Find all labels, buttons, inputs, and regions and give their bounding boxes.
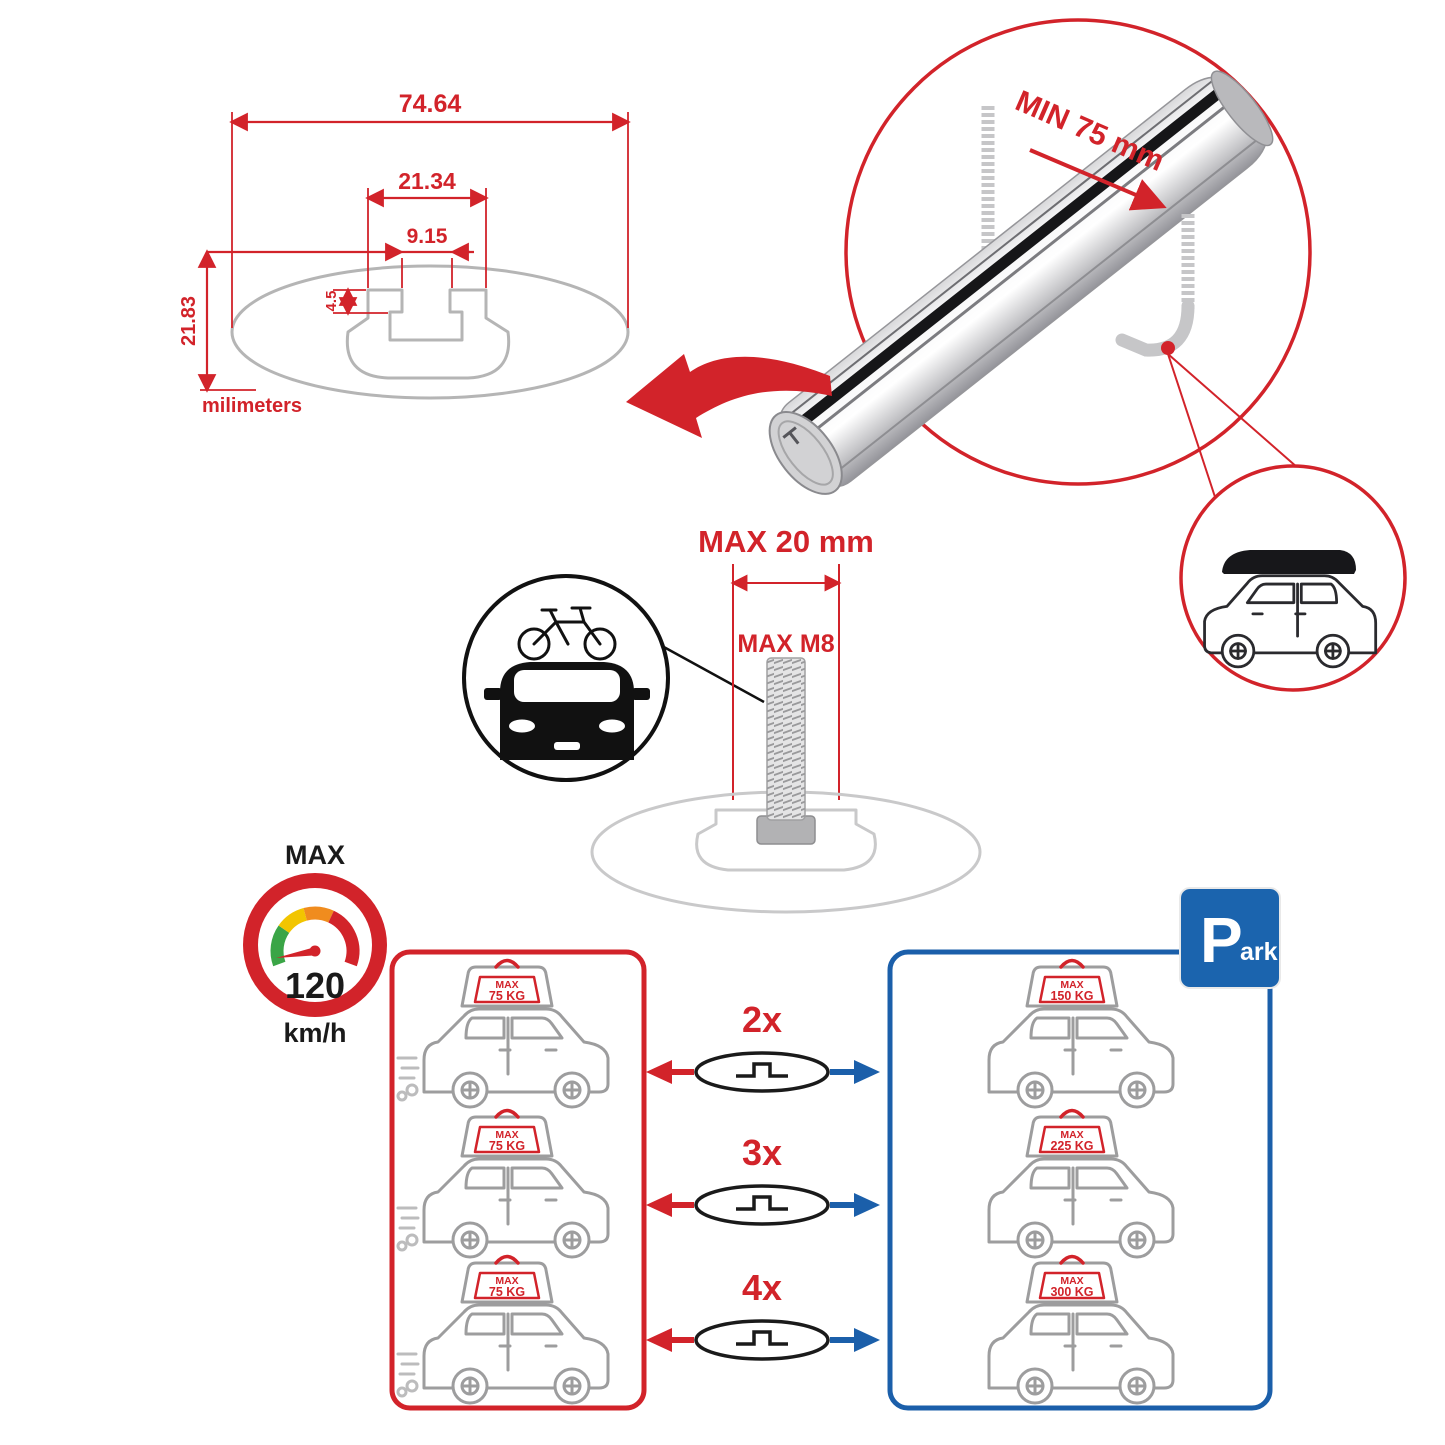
speed-value: 120 — [285, 965, 345, 1006]
dim-step-depth: 4.5 — [323, 291, 340, 312]
roof-box-icon — [1222, 550, 1356, 574]
right-arrow — [854, 1060, 880, 1084]
bag-max-label: MAX — [495, 1129, 518, 1141]
crossbar-count: 3x — [742, 1132, 782, 1173]
crossbar-section-icon — [694, 1051, 830, 1093]
parked-panel: MAX 150 KG MAX 225 KG MAX 300 KG P ark — [887, 887, 1281, 1411]
bag-kg-label: 75 KG — [489, 1139, 525, 1153]
crossbar-count: 2x — [742, 999, 782, 1040]
bag-kg-label: 150 KG — [1050, 989, 1093, 1003]
car-front-icon — [484, 662, 650, 760]
speedometer-needle — [276, 946, 317, 958]
speedometer-face — [258, 888, 372, 1002]
bag-max-label: MAX — [1060, 1275, 1083, 1287]
bag-max-label: MAX — [1060, 1129, 1083, 1141]
callout-line-2 — [1167, 353, 1299, 469]
closeup-circle — [844, 18, 1312, 486]
left-arrow — [646, 1060, 672, 1084]
max-length-dimension — [730, 564, 842, 800]
speedometer-icon: MAX 120 km/h — [243, 840, 387, 1048]
park-sign-letter: P — [1200, 904, 1243, 976]
bolt-threads — [767, 658, 805, 820]
link-arrow — [626, 354, 832, 438]
dimension-lines — [197, 112, 631, 393]
speed-max-label: MAX — [285, 840, 345, 870]
bag-max-label: MAX — [1060, 979, 1083, 991]
max-length-label: MAX 20 mm — [698, 524, 874, 559]
bag-max-label: MAX — [495, 979, 518, 991]
speedometer-gauge — [270, 906, 360, 967]
bag-kg-label: 225 KG — [1050, 1139, 1093, 1153]
driving-panel: MAX 75 KG MAX 75 KG MAX 75 KG — [389, 949, 647, 1411]
right-arrow — [854, 1328, 880, 1352]
dim-total-height: 21.83 — [178, 296, 200, 346]
dimension-drawing: 74.64 21.34 9.15 4.5 21.83 milimeters — [178, 90, 631, 417]
crossbar-section-icon — [694, 1184, 830, 1226]
speed-unit: km/h — [283, 1018, 346, 1048]
dim-unit-label: milimeters — [202, 395, 302, 417]
bike-pointer-line — [661, 644, 765, 704]
park-sign-suffix: ark — [1240, 938, 1278, 966]
aluminum-crossbar-icon — [768, 70, 1274, 495]
right-arrow — [854, 1193, 880, 1217]
callout-line-1 — [1167, 353, 1217, 501]
clamp-hook-front-icon — [1115, 214, 1195, 357]
bag-kg-label: 75 KG — [489, 1285, 525, 1299]
t-slot-profile-outline — [345, 288, 511, 380]
bicycle-icon — [517, 606, 617, 661]
crossbar-row-3x: 3x — [646, 1132, 880, 1226]
dim-total-width: 74.64 — [399, 90, 462, 118]
crossbar-count: 4x — [742, 1267, 782, 1308]
park-sign-board — [1179, 887, 1281, 989]
max-thread-label: MAX M8 — [737, 630, 834, 658]
driving-car-1: MAX 75 KG — [396, 958, 610, 1109]
left-arrow — [646, 1328, 672, 1352]
crossbar-row-2x: 2x — [646, 999, 880, 1093]
min-clearance-arrow — [1029, 148, 1167, 211]
bag-kg-label: 75 KG — [489, 989, 525, 1003]
park-sign: P ark — [1179, 887, 1281, 989]
bag-max-label: MAX — [495, 1275, 518, 1287]
bag-kg-label: 300 KG — [1050, 1285, 1093, 1299]
dim-step-width: 21.34 — [398, 168, 456, 194]
bike-car-circle — [462, 574, 765, 782]
profile-ellipse-outline — [230, 264, 630, 400]
driving-car-3: MAX 75 KG — [396, 1254, 610, 1405]
driving-car-2: MAX 75 KG — [396, 1108, 610, 1259]
parked-car-2: MAX 225 KG — [987, 1108, 1175, 1259]
crossbar-section-icon — [694, 1319, 830, 1361]
crossbar-count-rows: 2x 3x 4x — [646, 999, 880, 1361]
left-arrow — [646, 1193, 672, 1217]
dim-slot-width: 9.15 — [407, 225, 448, 248]
bolt-section: MAX 20 mm MAX M8 — [462, 524, 982, 914]
profile-with-bolt — [590, 657, 982, 914]
crossbar-closeup: MIN 75 mm — [768, 18, 1312, 501]
parked-car-1: MAX 150 KG — [987, 958, 1175, 1109]
callout-dot — [1161, 341, 1175, 355]
parked-car-3: MAX 300 KG — [987, 1254, 1175, 1405]
crossbar-row-4x: 4x — [646, 1267, 880, 1361]
speedometer-pivot — [309, 945, 321, 957]
suv-roofbox-circle — [1179, 464, 1407, 692]
